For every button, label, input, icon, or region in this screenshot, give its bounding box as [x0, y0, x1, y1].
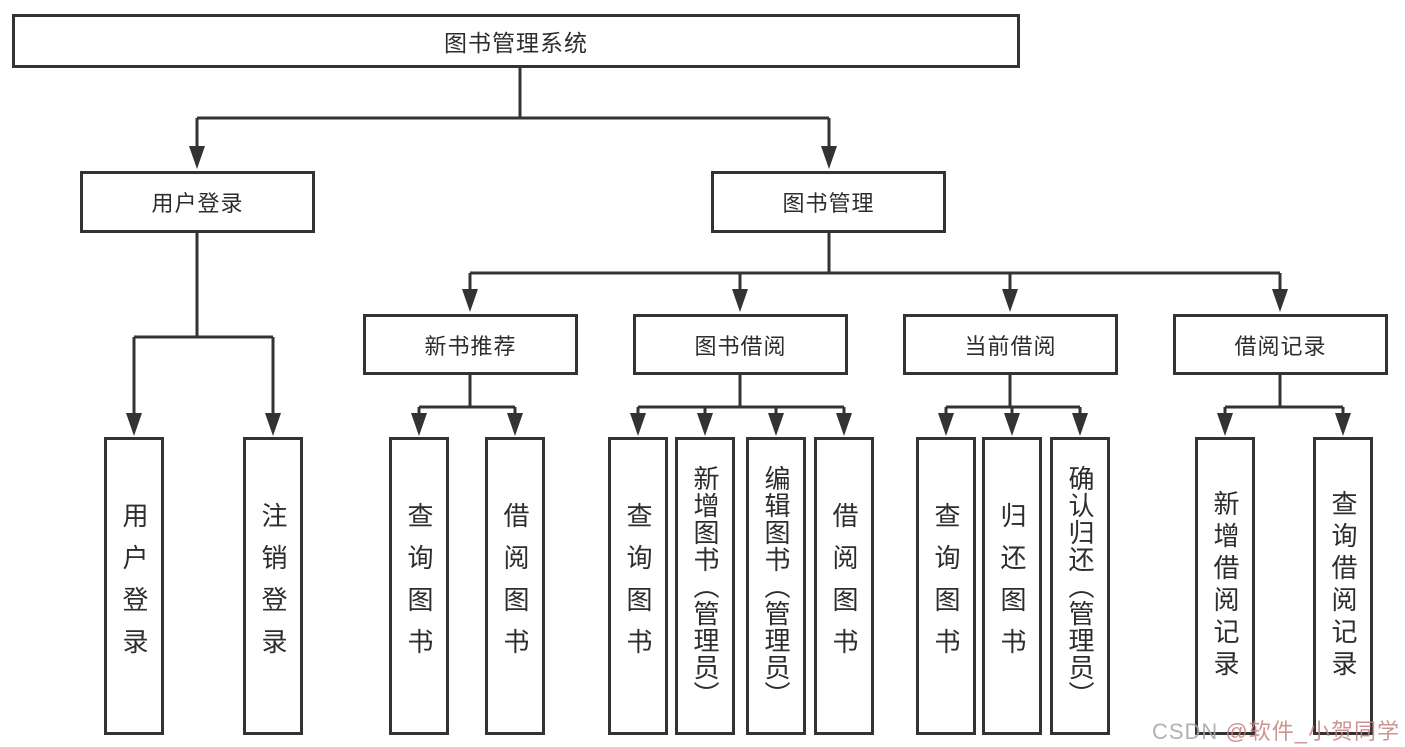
leaf-query-book-recommend: 查询图书	[389, 437, 449, 735]
node-current-borrow: 当前借阅	[903, 314, 1118, 375]
watermark-site: CSDN	[1151, 719, 1226, 744]
leaf-confirm-return-admin: 确认归还（管理员）	[1050, 437, 1110, 735]
leaf-return-book: 归还图书	[982, 437, 1042, 735]
leaf-query-book-borrow: 查询图书	[608, 437, 668, 735]
leaf-user-login: 用户登录	[104, 437, 164, 735]
watermark-author: @软件_小贺同学	[1225, 719, 1400, 744]
leaf-query-borrow-record: 查询借阅记录	[1313, 437, 1373, 735]
node-new-book-recommend: 新书推荐	[363, 314, 578, 375]
leaf-edit-book-admin: 编辑图书（管理员）	[746, 437, 806, 735]
node-book-borrow: 图书借阅	[633, 314, 848, 375]
leaf-add-borrow-record: 新增借阅记录	[1195, 437, 1255, 735]
leaf-query-book-current: 查询图书	[916, 437, 976, 735]
node-book-management: 图书管理	[711, 171, 946, 233]
node-user-login: 用户登录	[80, 171, 315, 233]
leaf-borrow-book-recommend: 借阅图书	[485, 437, 545, 735]
node-system-root: 图书管理系统	[12, 14, 1020, 68]
watermark: CSDN @软件_小贺同学	[1152, 714, 1400, 746]
leaf-borrow-book: 借阅图书	[814, 437, 874, 735]
node-borrow-records: 借阅记录	[1173, 314, 1388, 375]
leaf-logout: 注销登录	[243, 437, 303, 735]
leaf-add-book-admin: 新增图书（管理员）	[675, 437, 735, 735]
